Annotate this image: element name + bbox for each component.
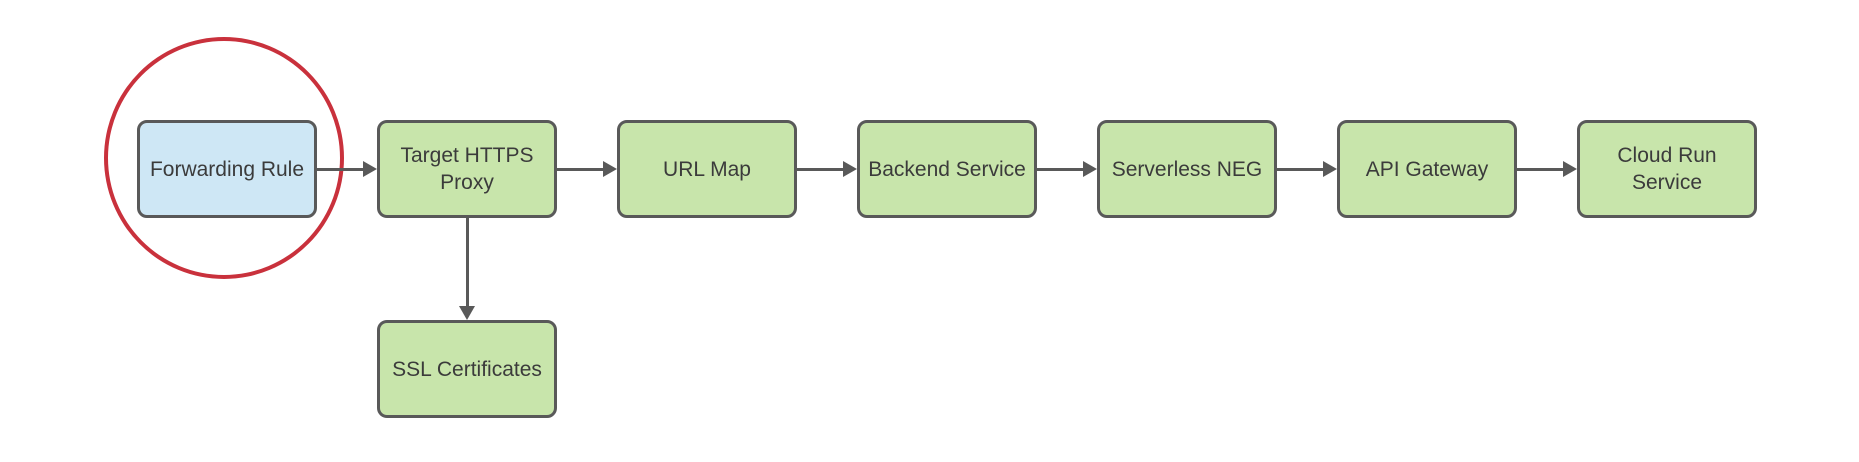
arrow-line xyxy=(1037,167,1084,171)
node-label: SSL Certificates xyxy=(392,357,542,381)
node-target-https-proxy: Target HTTPS Proxy xyxy=(377,120,557,218)
node-label: Forwarding Rule xyxy=(149,157,305,181)
arrow-line xyxy=(1517,167,1564,171)
arrow-line xyxy=(557,167,604,171)
arrow-head-icon xyxy=(1083,161,1097,177)
highlight-circle-annotation xyxy=(104,37,344,279)
arrow-head-icon xyxy=(843,161,857,177)
node-label: Target HTTPS Proxy xyxy=(400,144,534,194)
arrow-head-icon xyxy=(1563,161,1577,177)
node-label: API Gateway xyxy=(1365,157,1489,181)
arrow-backend-service-to-serverless-neg xyxy=(1037,161,1097,177)
node-backend-service: Backend Service xyxy=(857,120,1037,218)
node-label: Backend Service xyxy=(868,157,1026,181)
arrow-line xyxy=(465,218,469,307)
arrow-head-icon xyxy=(459,306,475,320)
node-label: Cloud Run Service xyxy=(1617,144,1717,194)
arrow-serverless-neg-to-api-gateway xyxy=(1277,161,1337,177)
arrow-line xyxy=(317,167,364,171)
arrow-url-map-to-backend-service xyxy=(797,161,857,177)
node-url-map: URL Map xyxy=(617,120,797,218)
arrow-api-gateway-to-cloud-run-service xyxy=(1517,161,1577,177)
arrow-head-icon xyxy=(1323,161,1337,177)
arrow-line xyxy=(1277,167,1324,171)
arrow-target-https-proxy-to-ssl-certificates xyxy=(459,218,475,320)
node-ssl-certificates: SSL Certificates xyxy=(377,320,557,418)
node-api-gateway: API Gateway xyxy=(1337,120,1517,218)
node-cloud-run-service: Cloud Run Service xyxy=(1577,120,1757,218)
node-label: Serverless NEG xyxy=(1111,157,1263,181)
node-serverless-neg: Serverless NEG xyxy=(1097,120,1277,218)
node-forwarding-rule: Forwarding Rule xyxy=(137,120,317,218)
arrow-line xyxy=(797,167,844,171)
arrow-head-icon xyxy=(363,161,377,177)
node-label: URL Map xyxy=(663,157,751,181)
arrow-forwarding-rule-to-target-https-proxy xyxy=(317,161,377,177)
arrow-head-icon xyxy=(603,161,617,177)
arrow-target-https-proxy-to-url-map xyxy=(557,161,617,177)
